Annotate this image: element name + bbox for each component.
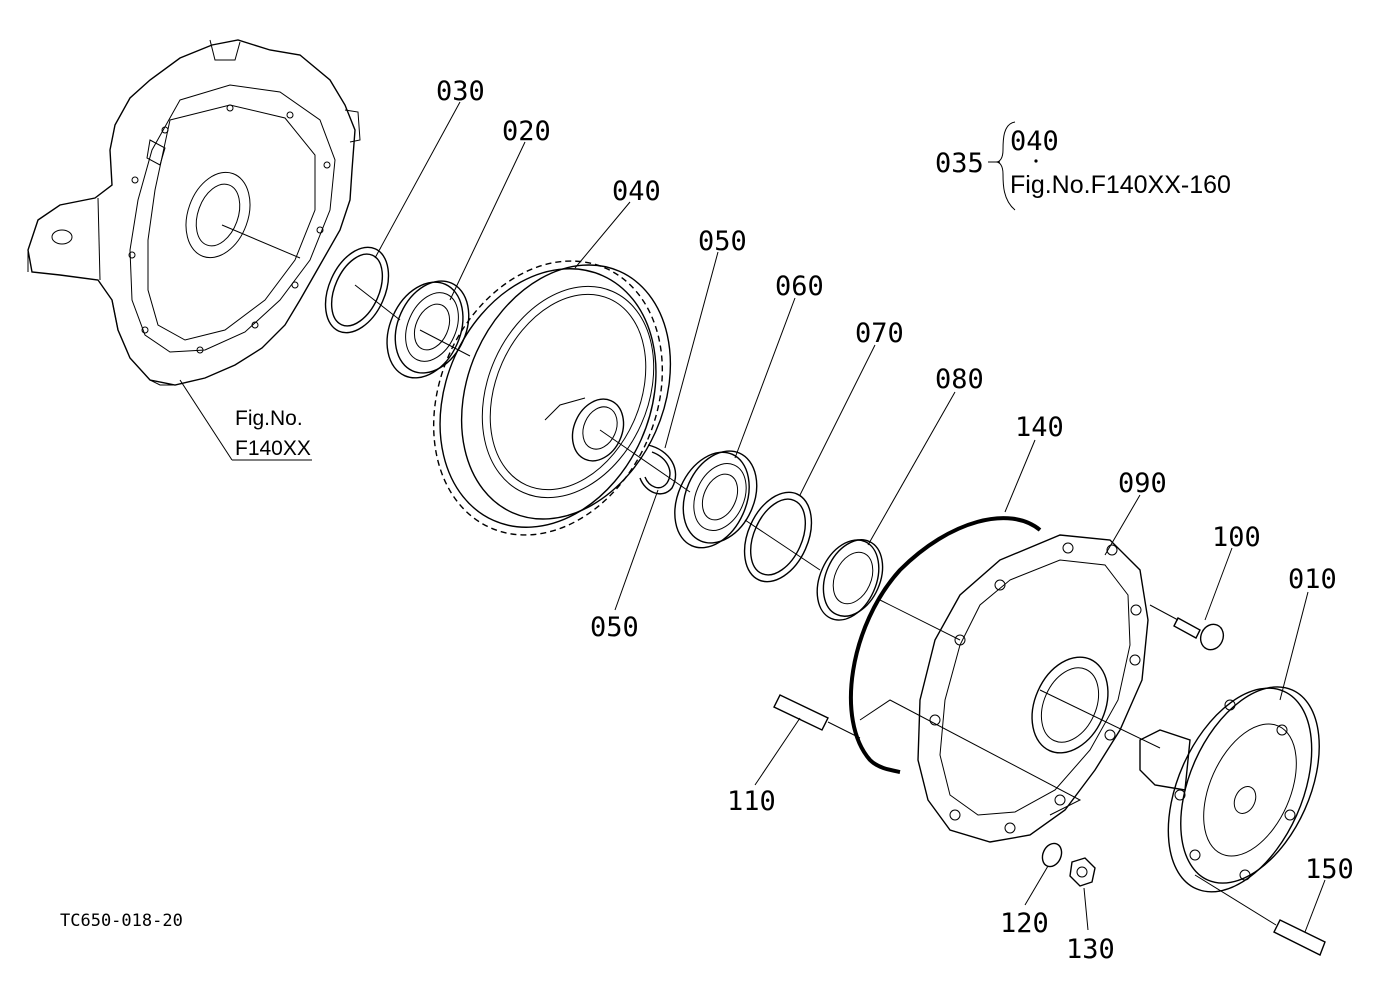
part-080-oil-seal	[816, 539, 884, 621]
label-140: 140	[1015, 412, 1064, 443]
part-100-bolt	[1149, 604, 1225, 651]
part-130-nut	[1069, 857, 1096, 887]
label-050-top: 050	[698, 226, 747, 257]
label-060: 060	[775, 271, 824, 302]
label-050-bottom: 050	[590, 612, 639, 643]
label-130: 130	[1066, 934, 1115, 965]
label-080: 080	[935, 364, 984, 395]
main-axis	[221, 224, 1161, 749]
part-090-cover	[859, 534, 1149, 843]
assembly-item-2: Fig.No.F140XX-160	[1010, 171, 1231, 199]
part-010-flange-shaft	[1139, 686, 1320, 893]
housing-reference: Fig.No. F140XX	[235, 407, 311, 460]
part-060-bearing	[674, 450, 758, 549]
label-150: 150	[1305, 854, 1354, 885]
part-030-ring	[324, 246, 390, 334]
part-120-washer	[1041, 842, 1063, 868]
label-120: 120	[1000, 908, 1049, 939]
part-020-bearing	[386, 280, 470, 379]
assembly-item-1: 040	[1010, 126, 1059, 157]
label-040: 040	[612, 176, 661, 207]
part-040-gear	[432, 260, 672, 536]
label-020: 020	[502, 116, 551, 147]
housing-ref-line2: F140XX	[235, 437, 311, 460]
drawing-code: TC650-018-20	[60, 911, 183, 931]
assembly-callout: 035 040 Fig.No.F140XX-160	[935, 121, 1231, 211]
part-150-stud	[1194, 874, 1326, 956]
housing-ref-line1: Fig.No.	[235, 407, 303, 430]
transmission-housing	[27, 39, 361, 386]
label-010: 010	[1288, 564, 1337, 595]
assembly-label: 035	[935, 148, 984, 179]
label-110: 110	[727, 786, 776, 817]
part-140-o-ring	[849, 516, 1042, 774]
label-030: 030	[436, 76, 485, 107]
label-090: 090	[1118, 468, 1167, 499]
leader-lines	[179, 101, 1326, 933]
part-050-snap-ring	[639, 444, 677, 495]
label-070: 070	[855, 318, 904, 349]
part-070-ring	[743, 491, 813, 583]
label-100: 100	[1212, 522, 1261, 553]
part-labels: 030 020 040 050 050 060 070 080 140 090 …	[436, 76, 1354, 965]
part-110-stud	[773, 694, 861, 739]
